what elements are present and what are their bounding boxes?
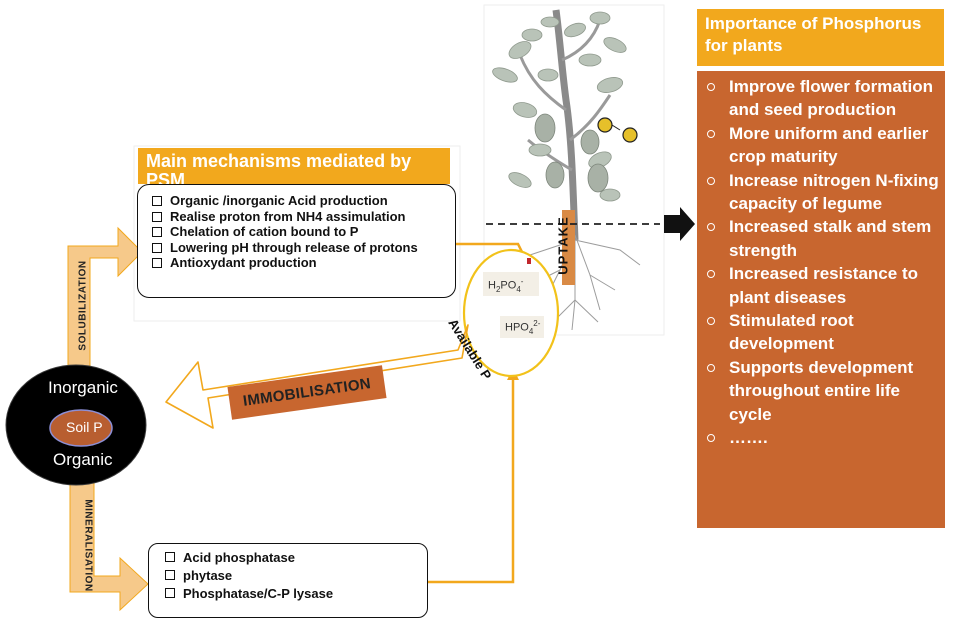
mechanism-item: Organic /inorganic Acid production	[150, 193, 449, 209]
h2po4-formula: H2PO4-	[488, 277, 524, 294]
importance-item: More uniform and earlier crop maturity	[707, 122, 941, 169]
mechanism-item: Chelation of cation bound to P	[150, 224, 449, 240]
enzymes-list: Acid phosphatase phytase Phosphatase/C-P…	[163, 549, 421, 603]
importance-item: Increased stalk and stem strength	[707, 215, 941, 262]
mechanisms-list: Organic /inorganic Acid production Reali…	[150, 193, 449, 271]
enzyme-item: phytase	[163, 567, 421, 585]
mineralisation-arrow	[69, 477, 149, 612]
mechanism-item: Antioxydant production	[150, 255, 449, 271]
soil-inorganic-label: Inorganic	[48, 378, 118, 397]
solubilization-arrow	[67, 226, 143, 369]
enzymes-box: Acid phosphatase phytase Phosphatase/C-P…	[148, 543, 428, 618]
importance-item: Supports development throughout entire l…	[707, 356, 941, 426]
soil-p-label: Soil P	[66, 419, 103, 435]
right-arrow-icon	[664, 207, 695, 241]
soil-p-core	[49, 409, 113, 447]
enzyme-item: Acid phosphatase	[163, 549, 421, 567]
enzyme-to-available-line	[428, 375, 515, 584]
soil-organic-label: Organic	[53, 450, 113, 469]
enzyme-item: Phosphatase/C-P lysase	[163, 585, 421, 603]
importance-box: Improve flower formation and seed produc…	[697, 71, 945, 528]
solubilization-label: SOLUBILIZATION	[77, 260, 89, 351]
importance-item: …….	[707, 426, 941, 449]
mechanisms-title: Main mechanisms mediated by PSM	[138, 148, 450, 184]
mechanism-item: Lowering pH through release of protons	[150, 240, 449, 256]
mechanisms-box: Organic /inorganic Acid production Reali…	[137, 184, 456, 298]
mechanism-item: Realise proton from NH4 assimulation	[150, 209, 449, 225]
hpo4-formula: HPO42-	[505, 319, 541, 336]
mineralisation-label: MINERALISATION	[82, 499, 94, 592]
importance-item: Increased resistance to plant diseases	[707, 262, 941, 309]
uptake-label: UPTAKE	[555, 216, 571, 275]
importance-item: Improve flower formation and seed produc…	[707, 75, 941, 122]
importance-item: Increase nitrogen N-fixing capacity of l…	[707, 169, 941, 216]
importance-item: Stimulated root development	[707, 309, 941, 356]
importance-list: Improve flower formation and seed produc…	[707, 75, 941, 450]
importance-title: Importance of Phosphorus for plants	[697, 9, 944, 66]
